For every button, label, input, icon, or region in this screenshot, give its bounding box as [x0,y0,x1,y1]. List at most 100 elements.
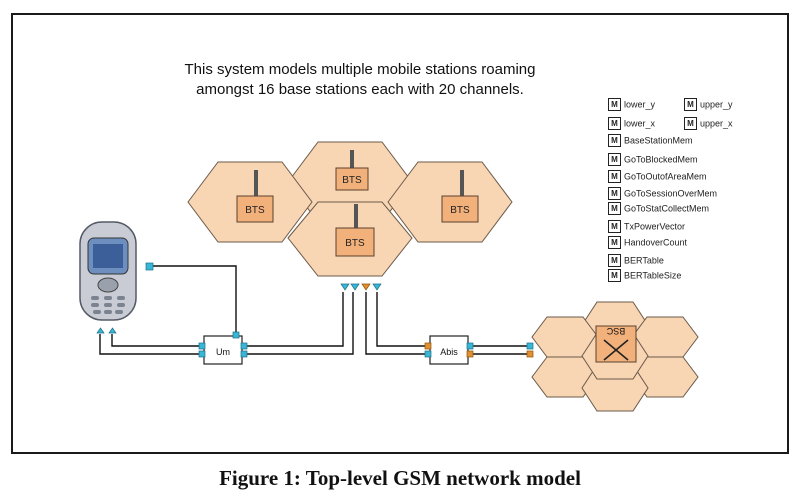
um-box [203,335,243,365]
port-in[interactable] [526,350,534,358]
wire [99,334,204,355]
phone-screen-inner [93,244,123,268]
module-icon: M [608,170,621,183]
phone-nav-key [97,277,119,293]
bts-box [335,167,369,191]
port-in[interactable] [108,327,117,334]
bts-node-top[interactable]: BTS [335,150,369,191]
port-in[interactable] [372,283,382,291]
bsc-ports[interactable] [526,342,534,358]
wire [242,292,354,355]
param-label: GoToStatCollectMem [624,203,710,214]
bts-node-right[interactable]: BTS [441,170,479,223]
wire [152,265,237,334]
figure-caption: Figure 1: Top-level GSM network model [219,466,581,490]
bts-node-bottom[interactable]: BTS [335,204,375,257]
module-icon: M [608,98,621,111]
bts-label: BTS [245,205,265,216]
bsc-cross-icon [603,339,629,361]
port-out[interactable] [361,283,371,291]
port-in[interactable] [198,350,206,358]
module-icon: M [608,254,621,267]
param-label: upper_x [700,118,733,129]
port-in[interactable] [424,350,432,358]
phone-ports[interactable] [96,327,117,334]
mobile-station-phone[interactable] [79,221,137,321]
param-label: GoToBlockedMem [624,154,698,165]
bts-label: BTS [342,175,362,186]
bsc-box [595,325,637,363]
um-label: Um [216,347,230,357]
port-in[interactable] [340,283,350,291]
bts-node-left[interactable]: BTS [236,170,274,223]
module-icon: M [608,187,621,200]
param-label: TxPowerVector [624,221,686,232]
wire [365,292,430,355]
param-label: lower_x [624,118,656,129]
port-in[interactable] [232,331,240,339]
module-icon: M [608,220,621,233]
module-icon: M [608,153,621,166]
abis-ports[interactable] [424,342,474,358]
param-label: lower_y [624,99,656,110]
port-in[interactable] [526,342,534,350]
module-icon: M [608,236,621,249]
module-icon: M [684,117,697,130]
module-icon: M [608,134,621,147]
param-label: upper_y [700,99,733,110]
module-icon: M [608,202,621,215]
model-description: This system models multiple mobile stati… [184,61,536,98]
port-in[interactable] [145,262,154,271]
bts-cluster-ports[interactable] [340,283,382,291]
bts-label: BTS [345,238,365,249]
bts-box [335,227,375,257]
wire [242,292,344,347]
abis-label: Abis [440,347,458,357]
bts-label: BTS [450,205,470,216]
port-out[interactable] [466,350,474,358]
um-interface-block[interactable]: Um [203,335,243,365]
port-out[interactable] [240,342,248,350]
param-label: BaseStationMem [624,135,693,146]
param-label: GoToOutofAreaMem [624,171,707,182]
bsc-node[interactable]: BSC [595,325,637,363]
bts-box [441,195,479,223]
port-in[interactable] [96,327,105,334]
abis-interface-block[interactable]: Abis [429,335,469,365]
wire [376,292,430,347]
param-label: BERTable [624,255,664,266]
wire [111,334,204,347]
param-label: GoToSessionOverMem [624,188,718,199]
phone-keypad [91,296,125,314]
param-label: HandoverCount [624,237,688,248]
connection-lines [99,265,530,355]
diagram-frame [11,13,789,454]
um-ports[interactable] [198,331,248,358]
port-out[interactable] [466,342,474,350]
bts-box [236,195,274,223]
port-in[interactable] [350,283,360,291]
bsc-label: BSC [606,326,625,336]
param-label: BERTableSize [624,270,682,281]
port-out[interactable] [240,350,248,358]
port-in[interactable] [198,342,206,350]
module-icon: M [684,98,697,111]
port-in[interactable] [424,342,432,350]
abis-box [429,335,469,365]
module-icon: M [608,269,621,282]
module-icon: M [608,117,621,130]
